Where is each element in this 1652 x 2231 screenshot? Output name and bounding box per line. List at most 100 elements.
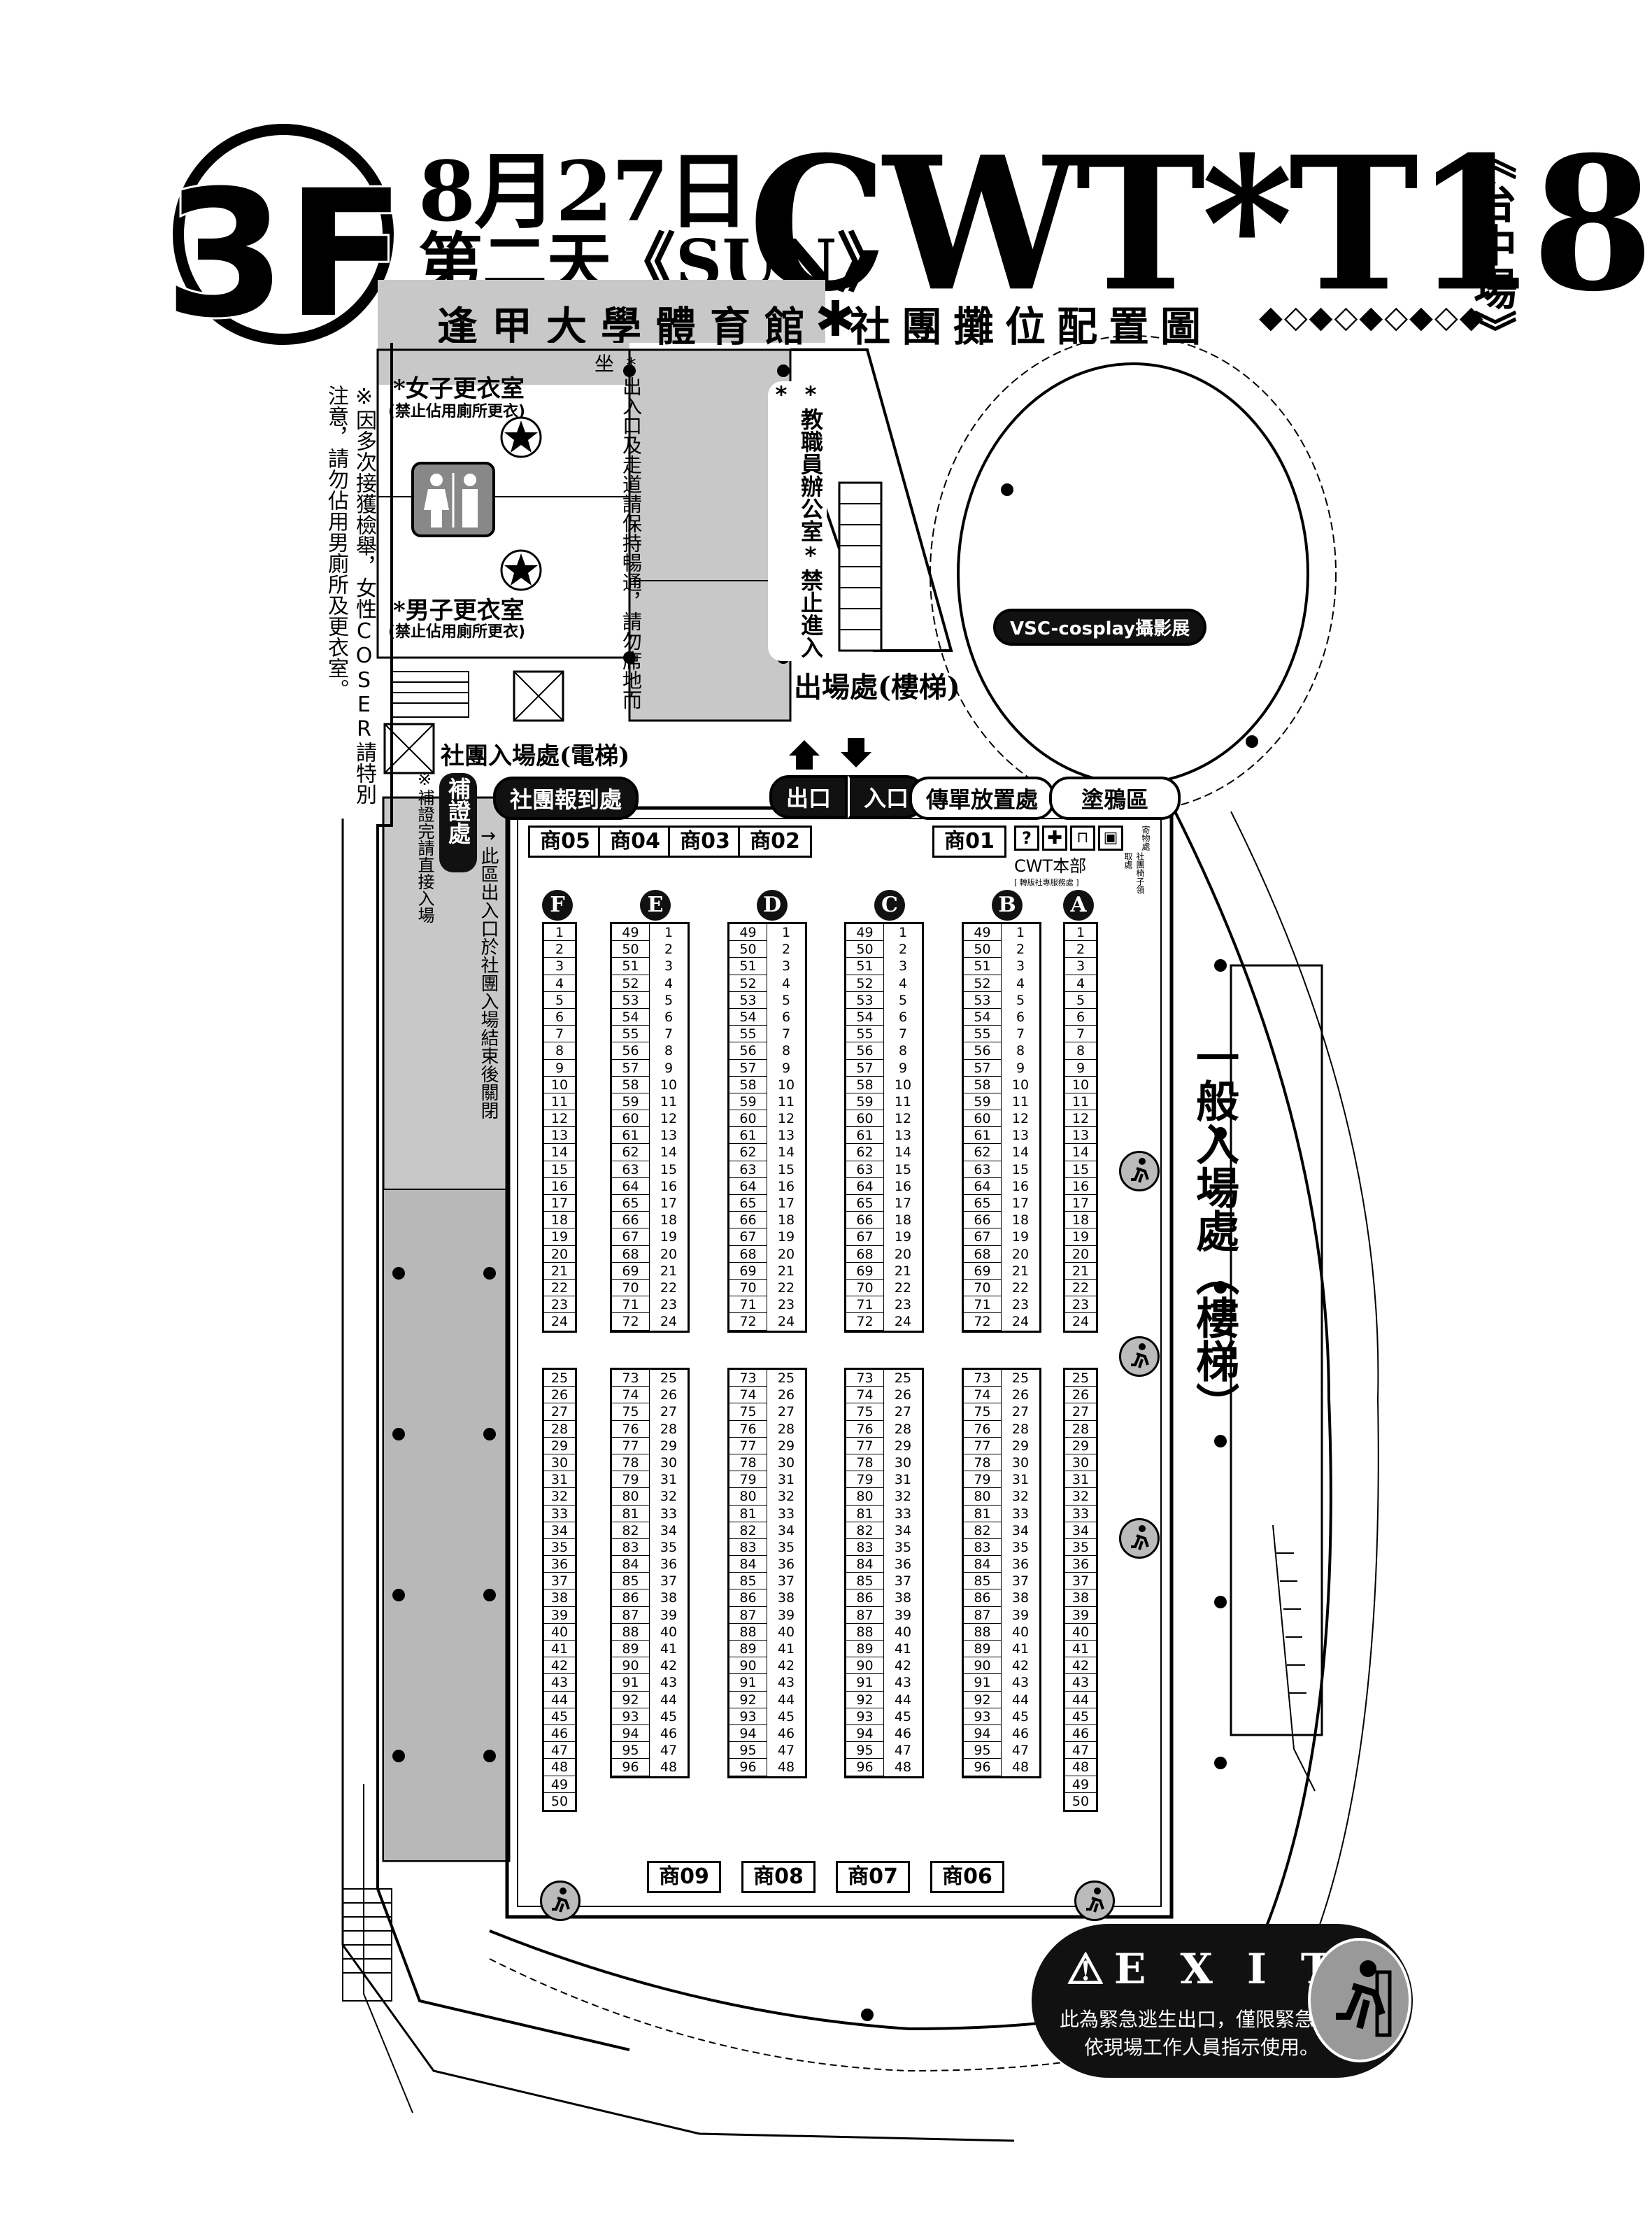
shop-05: 商05 <box>528 826 602 858</box>
booth-cell: 17 <box>894 1196 912 1211</box>
booth-cell: 78 <box>729 1454 767 1472</box>
emergency-exit-icon <box>1119 1518 1160 1559</box>
booth-cell: 77 <box>729 1437 767 1454</box>
booth-cell: 63 <box>729 1161 767 1178</box>
booth-cell: 14 <box>894 1145 912 1161</box>
booth-cell: 44 <box>777 1692 795 1708</box>
booth-cell: 21 <box>894 1263 912 1279</box>
booth-cell: 70 <box>964 1279 1002 1297</box>
booth-cell: 22 <box>1065 1280 1096 1297</box>
booth-cell: 87 <box>729 1606 767 1624</box>
booth-cell: 12 <box>1011 1111 1030 1127</box>
booth-cell: 94 <box>964 1724 1002 1743</box>
booth-cell: 12 <box>894 1111 912 1127</box>
booth-cell: 73 <box>612 1370 650 1387</box>
booth-cell: 60 <box>964 1110 1002 1128</box>
booth-cell: 53 <box>846 991 884 1009</box>
booth-cell: 2 <box>1016 942 1025 958</box>
booth-cell: 29 <box>894 1438 912 1454</box>
staff-office-label: *教職員辦公室*禁止進入* <box>768 381 827 661</box>
booth-cell: 57 <box>964 1059 1002 1077</box>
booth-cell: 56 <box>612 1042 650 1060</box>
booth-cell: 34 <box>544 1522 575 1539</box>
floor-badge: 3F <box>162 124 408 350</box>
booth-cell: 89 <box>964 1641 1002 1658</box>
booth-cell: 6 <box>898 1009 908 1025</box>
booth-cell: 86 <box>612 1589 650 1607</box>
booth-cell: 47 <box>894 1743 912 1759</box>
booth-cell: 34 <box>1011 1522 1030 1538</box>
booth-cell: 20 <box>660 1246 678 1262</box>
booth-cell: 84 <box>729 1556 767 1573</box>
booth-cell: 32 <box>777 1489 795 1505</box>
booth-cell: 22 <box>660 1280 678 1296</box>
booth-cell: 72 <box>729 1313 767 1331</box>
booth-cell: 40 <box>660 1624 678 1640</box>
booth-cell: 79 <box>964 1471 1002 1489</box>
booth-cell: 71 <box>612 1296 650 1314</box>
booth-cell: 86 <box>964 1589 1002 1607</box>
booth-cell: 49 <box>544 1776 575 1793</box>
booth-cell: 46 <box>1011 1725 1030 1741</box>
title-separator: ✱ <box>815 290 856 348</box>
booth-cell: 9 <box>1016 1060 1025 1076</box>
booth-cell: 90 <box>612 1657 650 1675</box>
booth-cell: 95 <box>612 1742 650 1759</box>
booth-cell: 85 <box>964 1573 1002 1590</box>
booth-cell: 53 <box>612 991 650 1009</box>
star-icon <box>500 416 542 458</box>
booth-cell: 27 <box>777 1404 795 1420</box>
booth-cell: 52 <box>729 975 767 992</box>
booth-cell: 68 <box>612 1245 650 1263</box>
booth-cell: 76 <box>964 1420 1002 1438</box>
booth-cell: 91 <box>846 1674 884 1692</box>
booth-cell: 4 <box>898 975 908 991</box>
booth-cell: 7 <box>1065 1026 1096 1043</box>
storage-label: 寄物處 <box>1141 826 1151 851</box>
booth-cell: 65 <box>612 1195 650 1212</box>
event-city: 《台中場》 <box>1466 136 1517 353</box>
booth-cell: 24 <box>660 1314 678 1330</box>
booth-cell: 31 <box>1011 1472 1030 1488</box>
booth-cell: 12 <box>660 1111 678 1127</box>
booth-cell: 74 <box>729 1387 767 1404</box>
booth-cell: 22 <box>1011 1280 1030 1296</box>
booth-cell: 48 <box>1011 1759 1030 1776</box>
booth-cell: 10 <box>1065 1077 1096 1093</box>
booth-cell: 39 <box>1065 1607 1096 1624</box>
booth-cell: 38 <box>777 1590 795 1606</box>
booth-cell: 49 <box>612 924 650 942</box>
